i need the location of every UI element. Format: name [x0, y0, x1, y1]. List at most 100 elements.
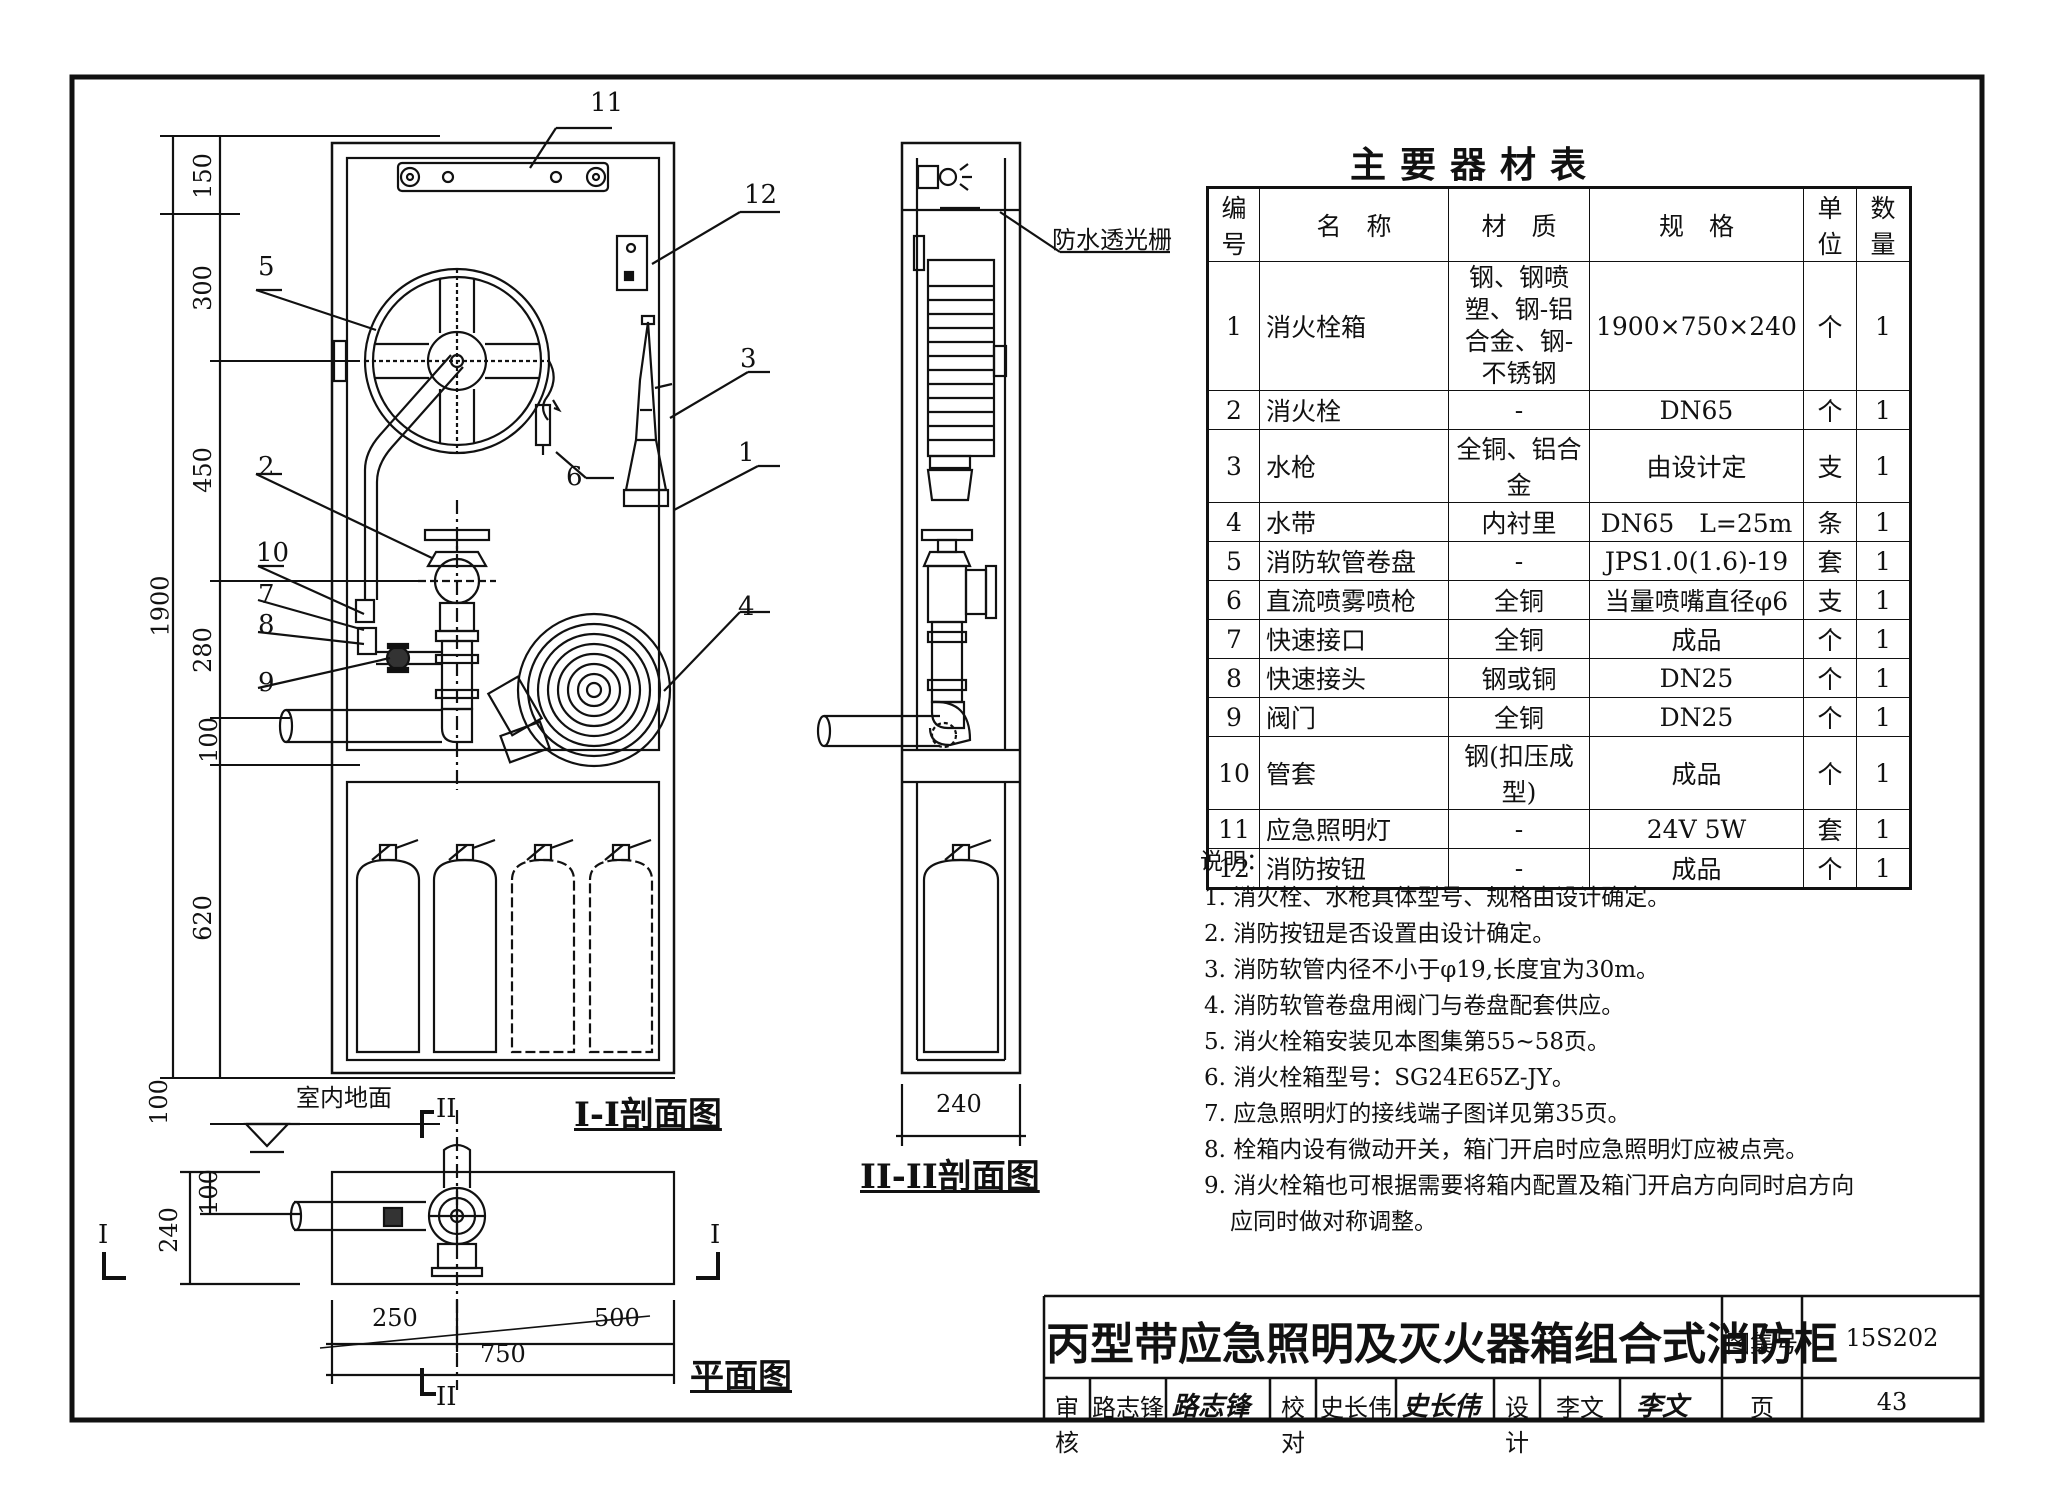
cell-qty: 1	[1855, 619, 1911, 659]
note-item: 9. 消火栓箱也可根据需要将箱内配置及箱门开启方向同时启方向	[1204, 1173, 1855, 1199]
fire-extinguishers	[355, 838, 654, 1054]
note-item: 5. 消火栓箱安装见本图集第55~58页。	[1204, 1029, 1611, 1055]
branch-valve	[376, 642, 442, 674]
cell-material: -	[1448, 809, 1590, 849]
cell-material: -	[1448, 390, 1590, 430]
cell-name: 消火栓	[1259, 390, 1449, 430]
cell-unit: 套	[1802, 541, 1857, 581]
section-mark-II-bottom: II	[436, 1382, 457, 1412]
header-name: 名 称	[1259, 187, 1449, 262]
plan-dim-500: 500	[594, 1304, 640, 1332]
dim-450: 450	[188, 447, 217, 493]
atlas-number: 15S202	[1845, 1324, 1939, 1352]
cell-spec: DN25	[1589, 697, 1804, 737]
notes: 说明： 1. 消火栓、水枪具体型号、规格由设计确定。2. 消防按钮是否设置由设计…	[1200, 844, 1854, 1240]
title-block-grid	[1042, 1294, 1982, 1420]
cell-name: 消防按钮	[1259, 848, 1449, 889]
cell-material: 全铜、铝合金	[1448, 429, 1590, 503]
checker-name: 史长伟	[1320, 1394, 1392, 1422]
cell-no: 9	[1207, 697, 1260, 737]
cell-unit: 个	[1802, 848, 1857, 889]
cell-name: 消火栓箱	[1259, 261, 1449, 391]
cell-no: 10	[1207, 736, 1260, 810]
cell-qty: 1	[1855, 502, 1911, 542]
cell-name: 水枪	[1259, 429, 1449, 503]
emergency-light	[396, 161, 610, 193]
cell-qty: 1	[1855, 390, 1911, 430]
hose-reel	[332, 267, 551, 455]
cell-unit: 个	[1802, 697, 1857, 737]
lower-compartment	[345, 780, 661, 1062]
cell-unit: 个	[1802, 658, 1857, 698]
cell-name: 快速接头	[1259, 658, 1449, 698]
cell-qty: 1	[1855, 809, 1911, 849]
cell-spec: 24V 5W	[1589, 809, 1804, 849]
review-label: 审核	[1055, 1394, 1079, 1457]
canvas-hose-roll	[486, 612, 672, 768]
cell-material: 钢或铜	[1448, 658, 1590, 698]
cell-material: 内衬里	[1448, 502, 1590, 542]
cell-spec: 1900×750×240	[1589, 261, 1804, 391]
plan-title: 平面图	[690, 1357, 792, 1397]
note-item: 应同时做对称调整。	[1230, 1209, 1437, 1235]
cell-name: 管套	[1259, 736, 1449, 810]
cell-spec: DN25	[1589, 658, 1804, 698]
callout-2: 2	[258, 452, 275, 482]
cell-qty: 1	[1855, 429, 1911, 503]
cell-qty: 1	[1855, 697, 1911, 737]
callout-4: 4	[738, 592, 755, 622]
floor-label: 室内地面	[296, 1084, 392, 1112]
dim-1900: 1900	[146, 575, 175, 637]
reviewer-signature: 路志锋	[1172, 1392, 1251, 1422]
cell-no: 6	[1207, 580, 1260, 620]
cell-no: 2	[1207, 390, 1260, 430]
check-label: 校对	[1281, 1394, 1305, 1457]
callout-8: 8	[258, 610, 275, 640]
cell-qty: 1	[1855, 658, 1911, 698]
cell-no: 11	[1207, 809, 1260, 849]
plan-dim-250: 250	[372, 1304, 418, 1332]
cell-unit: 个	[1802, 390, 1857, 430]
cell-material: 钢(扣压成型)	[1448, 736, 1590, 810]
grille-label: 防水透光栅	[1052, 226, 1172, 254]
cell-name: 应急照明灯	[1259, 809, 1449, 849]
cell-qty: 1	[1855, 580, 1911, 620]
header-qty: 数量	[1855, 187, 1911, 262]
callout-3: 3	[740, 344, 757, 374]
notes-heading: 说明：	[1200, 849, 1269, 875]
plan-view	[102, 1110, 720, 1396]
callout-6: 6	[566, 462, 583, 492]
cell-name: 水带	[1259, 502, 1449, 542]
designer-name: 李文	[1556, 1394, 1604, 1422]
cell-qty: 1	[1855, 736, 1911, 810]
callout-10: 10	[256, 538, 290, 568]
side-width-dim: 240	[936, 1090, 982, 1118]
cell-spec: 成品	[1589, 619, 1804, 659]
cell-spec: DN65	[1589, 390, 1804, 430]
header-unit: 单位	[1802, 187, 1857, 262]
cell-spec: 成品	[1589, 736, 1804, 810]
designer-signature: 李文	[1636, 1392, 1689, 1422]
cell-material: 全铜	[1448, 697, 1590, 737]
reviewer-name: 路志锋	[1092, 1394, 1164, 1422]
cell-unit: 条	[1802, 502, 1857, 542]
header-material: 材 质	[1448, 187, 1590, 262]
cell-no: 12	[1207, 848, 1260, 889]
callout-1: 1	[738, 438, 755, 468]
plan-dim-240: 240	[154, 1207, 183, 1253]
dim-100-b: 100	[144, 1079, 173, 1125]
drawing-title: 丙型带应急照明及灭火器箱组合式消防柜	[1046, 1319, 1838, 1370]
dim-280: 280	[188, 627, 217, 673]
cell-name: 阀门	[1259, 697, 1449, 737]
cell-material: 全铜	[1448, 619, 1590, 659]
fire-button	[615, 234, 649, 292]
design-label: 设计	[1505, 1394, 1529, 1457]
